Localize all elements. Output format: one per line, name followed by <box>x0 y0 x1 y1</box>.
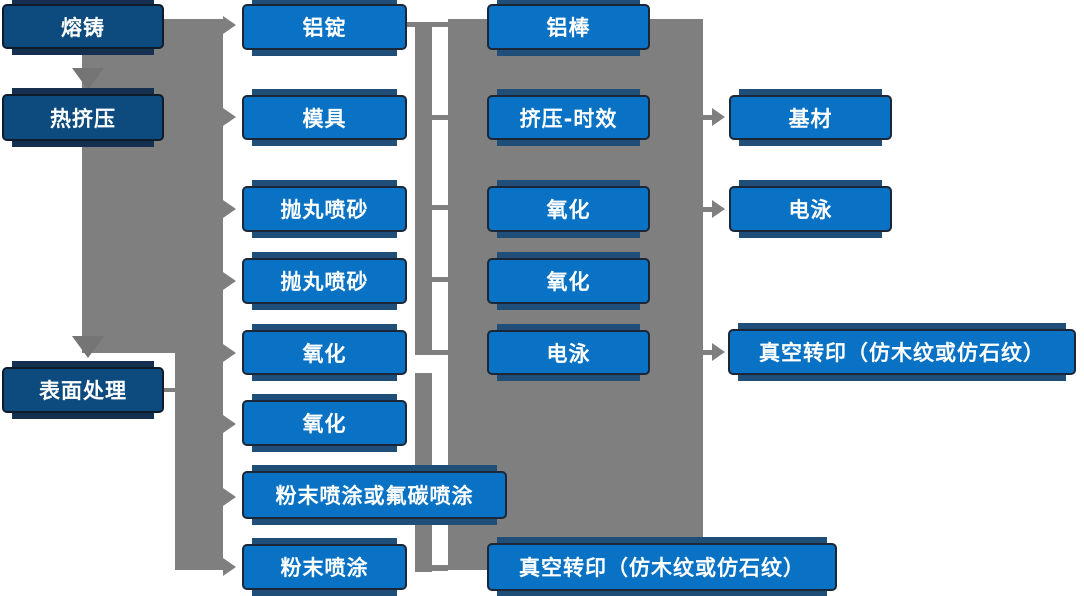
connector-stub-surface-treatment <box>163 388 175 392</box>
node-label: 真空转印（仿木纹或仿石纹） <box>728 329 1076 375</box>
arrow-shaft-to-electrophoresis <box>703 207 713 212</box>
node-label: 铝锭 <box>242 4 407 50</box>
arrow-to-oxidation-2 <box>223 415 236 433</box>
node-mold: 模具 <box>242 89 407 146</box>
node-powder-or-fluorocarbon-coating: 粉末喷涂或氟碳喷涂 <box>242 465 507 525</box>
connector-stub-blast-row-2 <box>432 277 448 282</box>
arrow-to-electrophoresis <box>712 200 725 218</box>
arrow-to-aluminum-ingot <box>223 16 236 34</box>
connector-stub-oxidation-row <box>432 350 448 355</box>
arrow-to-vacuum-transfer <box>712 343 725 361</box>
node-label: 熔铸 <box>2 4 164 49</box>
node-powder-coating: 粉末喷涂 <box>242 538 407 596</box>
arrow-to-powder-fluorocarbon <box>223 488 236 506</box>
node-aluminum-rod: 铝棒 <box>487 0 650 56</box>
arrow-to-powder-coating <box>223 558 236 576</box>
node-hot-extrusion: 热挤压 <box>2 88 164 147</box>
node-label: 铝棒 <box>487 4 650 50</box>
node-label: 模具 <box>242 95 407 140</box>
node-vacuum-transfer-print-1: 真空转印（仿木纹或仿石纹） <box>487 537 837 596</box>
node-vacuum-transfer-print-2: 真空转印（仿木纹或仿石纹） <box>728 323 1076 381</box>
node-label: 粉末喷涂或氟碳喷涂 <box>242 471 507 519</box>
node-surface-treatment: 表面处理 <box>2 361 164 419</box>
node-oxidation-3: 氧化 <box>487 180 650 238</box>
node-electrophoresis-2: 电泳 <box>729 180 892 238</box>
node-label: 表面处理 <box>2 367 164 413</box>
node-oxidation-1: 氧化 <box>242 324 407 381</box>
connector-left-band-extension <box>175 353 223 570</box>
node-oxidation-4: 氧化 <box>487 252 650 310</box>
node-label: 抛丸喷砂 <box>242 186 407 232</box>
connector-stub-blast-row-1 <box>432 205 448 210</box>
arrow-shaft-to-vacuum-transfer <box>703 350 713 355</box>
node-aluminum-ingot: 铝锭 <box>242 0 407 56</box>
node-label: 真空转印（仿木纹或仿石纹） <box>487 543 837 591</box>
node-label: 热挤压 <box>2 94 164 141</box>
node-electrophoresis-1: 电泳 <box>487 324 650 381</box>
connector-vertical-bar-upper <box>415 22 432 355</box>
node-extrusion-aging: 挤压-时效 <box>487 89 650 146</box>
arrow-shaft-to-base-material <box>703 115 713 120</box>
connector-left-band <box>82 19 223 353</box>
node-label: 挤压-时效 <box>487 95 650 140</box>
node-shot-blast-sandblast-1: 抛丸喷砂 <box>242 180 407 238</box>
arrow-to-base-material <box>712 108 725 126</box>
node-label: 氧化 <box>487 258 650 304</box>
arrow-down-to-hot-extrusion <box>72 68 104 90</box>
connector-stub-mold-row <box>432 115 448 120</box>
node-label: 电泳 <box>729 186 892 232</box>
arrow-to-oxidation-1 <box>223 344 236 362</box>
arrow-to-mold <box>223 108 236 126</box>
node-label: 抛丸喷砂 <box>242 258 407 304</box>
arrow-to-shot-blast-1 <box>223 200 236 218</box>
node-label: 氧化 <box>487 186 650 232</box>
node-label: 电泳 <box>487 330 650 375</box>
node-shot-blast-sandblast-2: 抛丸喷砂 <box>242 252 407 310</box>
node-melting-casting: 熔铸 <box>2 0 164 55</box>
node-oxidation-2: 氧化 <box>242 394 407 452</box>
arrow-to-shot-blast-2 <box>223 272 236 290</box>
node-label: 氧化 <box>242 330 407 375</box>
connector-line-ingot-to-bar <box>406 22 450 27</box>
node-base-material: 基材 <box>729 89 892 146</box>
node-label: 基材 <box>729 95 892 140</box>
node-label: 粉末喷涂 <box>242 544 407 590</box>
arrow-down-to-surface-treatment <box>72 336 104 358</box>
node-label: 氧化 <box>242 400 407 446</box>
connector-stub-bottom-row <box>432 565 448 571</box>
